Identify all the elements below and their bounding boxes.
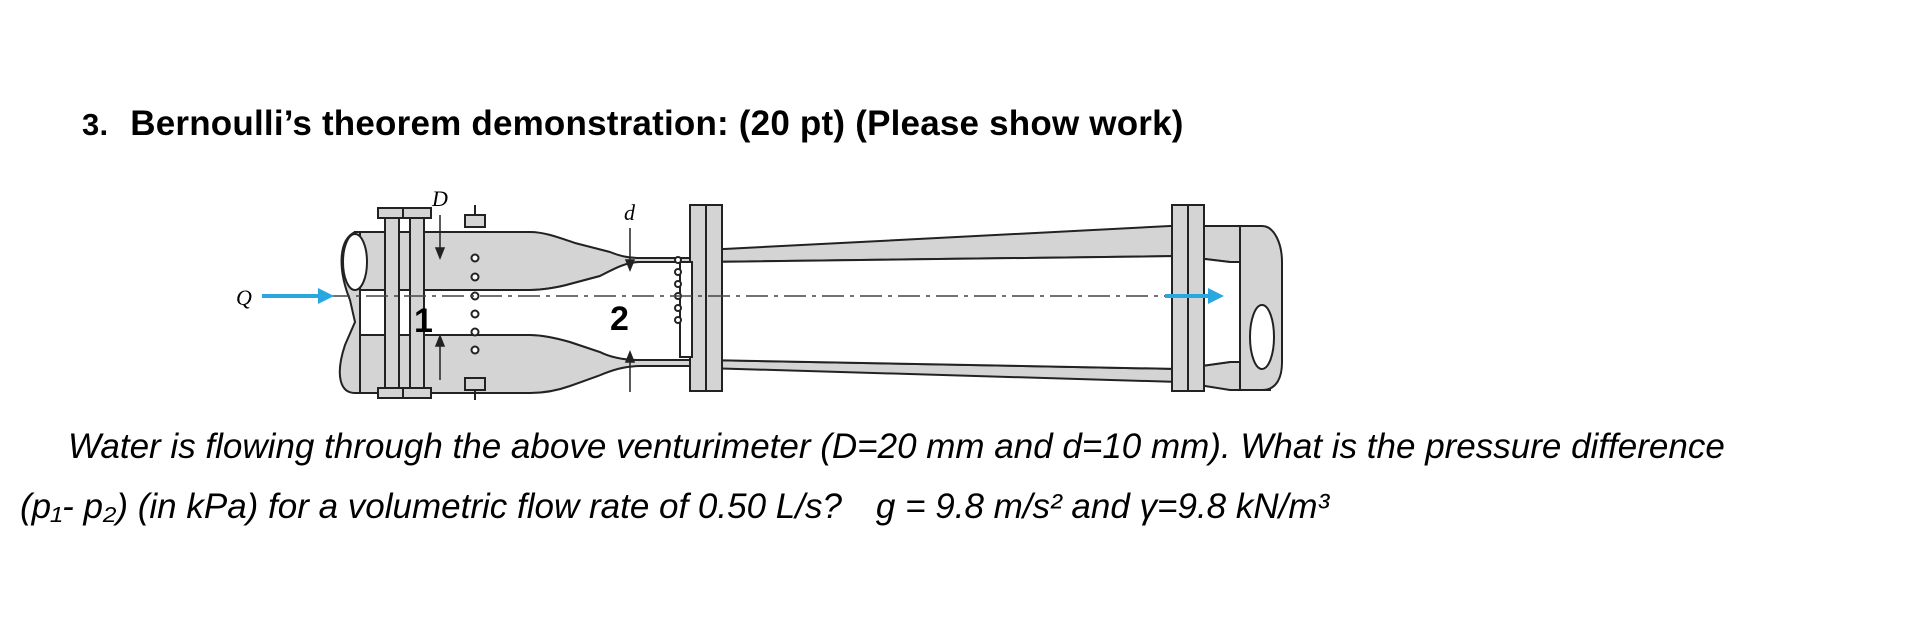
problem-constants: g = 9.8 m/s² and γ=9.8 kN/m³ [875,487,1330,526]
diameter-D-dimension [434,215,446,380]
question-title: Bernoulli’s theorem demonstration: (20 p… [130,104,846,143]
pressure-tap-section-2 [674,256,682,324]
venturi-pipe-body [354,225,1271,394]
section-1-label: 1 [414,302,433,340]
question-number: 3. [82,107,109,142]
question-heading: 3. Bernoulli’s theorem demonstration: (20… [82,104,1184,144]
flow-arrows [262,288,1224,304]
problem-line-2: (p₁- p₂) (in kPa) for a volumetric flow … [20,487,1329,527]
outlet-pipe [1239,225,1283,391]
inlet-flow-arrowhead [318,288,334,304]
inlet-pipe [338,231,368,394]
label-D: D [431,186,448,211]
outlet-flow-arrowhead [1208,288,1224,304]
label-Q: Q [236,285,252,310]
diameter-d-dimension [624,228,636,392]
label-d: d [624,200,636,225]
section-2-label: 2 [610,300,629,338]
problem-line-1: Water is flowing through the above ventu… [68,427,1725,466]
question-note: (Please show work) [855,104,1184,143]
problem-question: (p₁- p₂) (in kPa) for a volumetric flow … [20,487,842,526]
